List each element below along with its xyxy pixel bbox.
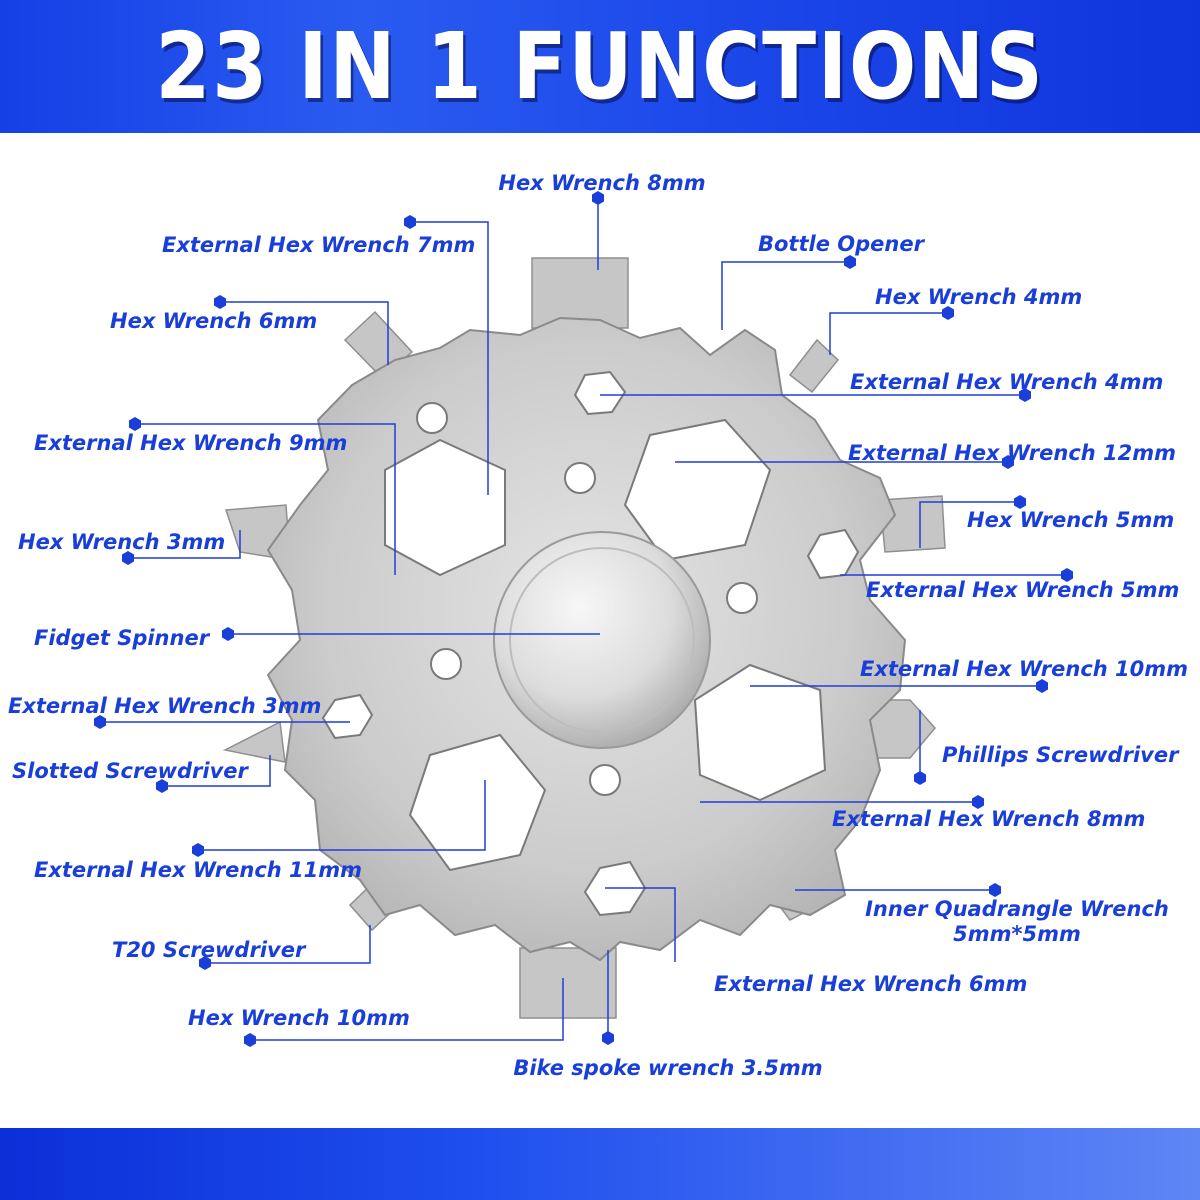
hex-cutout-12mm [623,418,772,562]
footer-bar [0,1128,1200,1200]
label-ext-hex-12mm: External Hex Wrench 12mm [848,441,1176,465]
label-hex-wrench-4mm: Hex Wrench 4mm [875,285,1082,309]
spinner-hub [493,531,711,749]
hex-cutout-3mm [321,693,374,740]
hole-5 [589,764,621,796]
label-fidget-spinner: Fidget Spinner [34,626,211,650]
snowflake-tool [222,257,946,1019]
label-ext-hex-5mm: External Hex Wrench 5mm [866,578,1179,602]
label-bike-spoke-wrench: Bike spoke wrench 3.5mm [513,1056,822,1080]
label-hex-wrench-5mm: Hex Wrench 5mm [967,508,1174,532]
label-bottle-opener: Bottle Opener [758,232,926,256]
tool-cutouts [321,370,860,917]
banner-title: 23 IN 1 FUNCTIONS [155,13,1045,120]
leader-lines [100,198,1067,1041]
hole-3 [726,582,758,614]
marker-dots [94,191,1073,1047]
label-hex-wrench-3mm: Hex Wrench 3mm [18,530,225,554]
label-t20-screwdriver: T20 Screwdriver [112,938,307,962]
bit-slotted [222,720,286,763]
hole-2 [564,462,596,494]
bit-hex-5mm [879,495,946,553]
bit-hex-8mm [531,257,629,329]
label-ext-hex-11mm: External Hex Wrench 11mm [34,858,362,882]
label-ext-hex-6mm: External Hex Wrench 6mm [714,972,1027,996]
hex-cutout-11mm [408,733,547,872]
label-inner-quad-line2: 5mm*5mm [953,922,1081,946]
label-inner-quad-line1: Inner Quadrangle Wrench [865,897,1169,921]
hex-cutout-4mm [573,370,627,416]
spinner-hub-ring [509,547,695,733]
hex-cutout-10mm [693,663,827,802]
bit-hex-4mm [788,338,840,394]
hole-4 [430,648,462,680]
label-slotted-screwdriver: Slotted Screwdriver [12,759,250,783]
label-hex-wrench-10mm: Hex Wrench 10mm [188,1006,410,1030]
label-ext-hex-9mm: External Hex Wrench 9mm [34,431,347,455]
label-ext-hex-10mm: External Hex Wrench 10mm [860,657,1188,681]
label-hex-wrench-8mm: Hex Wrench 8mm [498,171,705,195]
label-ext-hex-8mm: External Hex Wrench 8mm [832,807,1145,831]
label-hex-wrench-6mm: Hex Wrench 6mm [110,309,317,333]
label-ext-hex-3mm: External Hex Wrench 3mm [8,694,321,718]
hex-cutout-9mm [384,438,506,577]
label-ext-hex-4mm: External Hex Wrench 4mm [850,370,1163,394]
hole-1 [416,402,448,434]
labels: Hex Wrench 8mm External Hex Wrench 7mm B… [8,171,1188,1080]
title-banner: 23 IN 1 FUNCTIONS [0,0,1200,133]
label-ext-hex-7mm: External Hex Wrench 7mm [162,233,475,257]
label-phillips-screwdriver: Phillips Screwdriver [942,743,1180,767]
